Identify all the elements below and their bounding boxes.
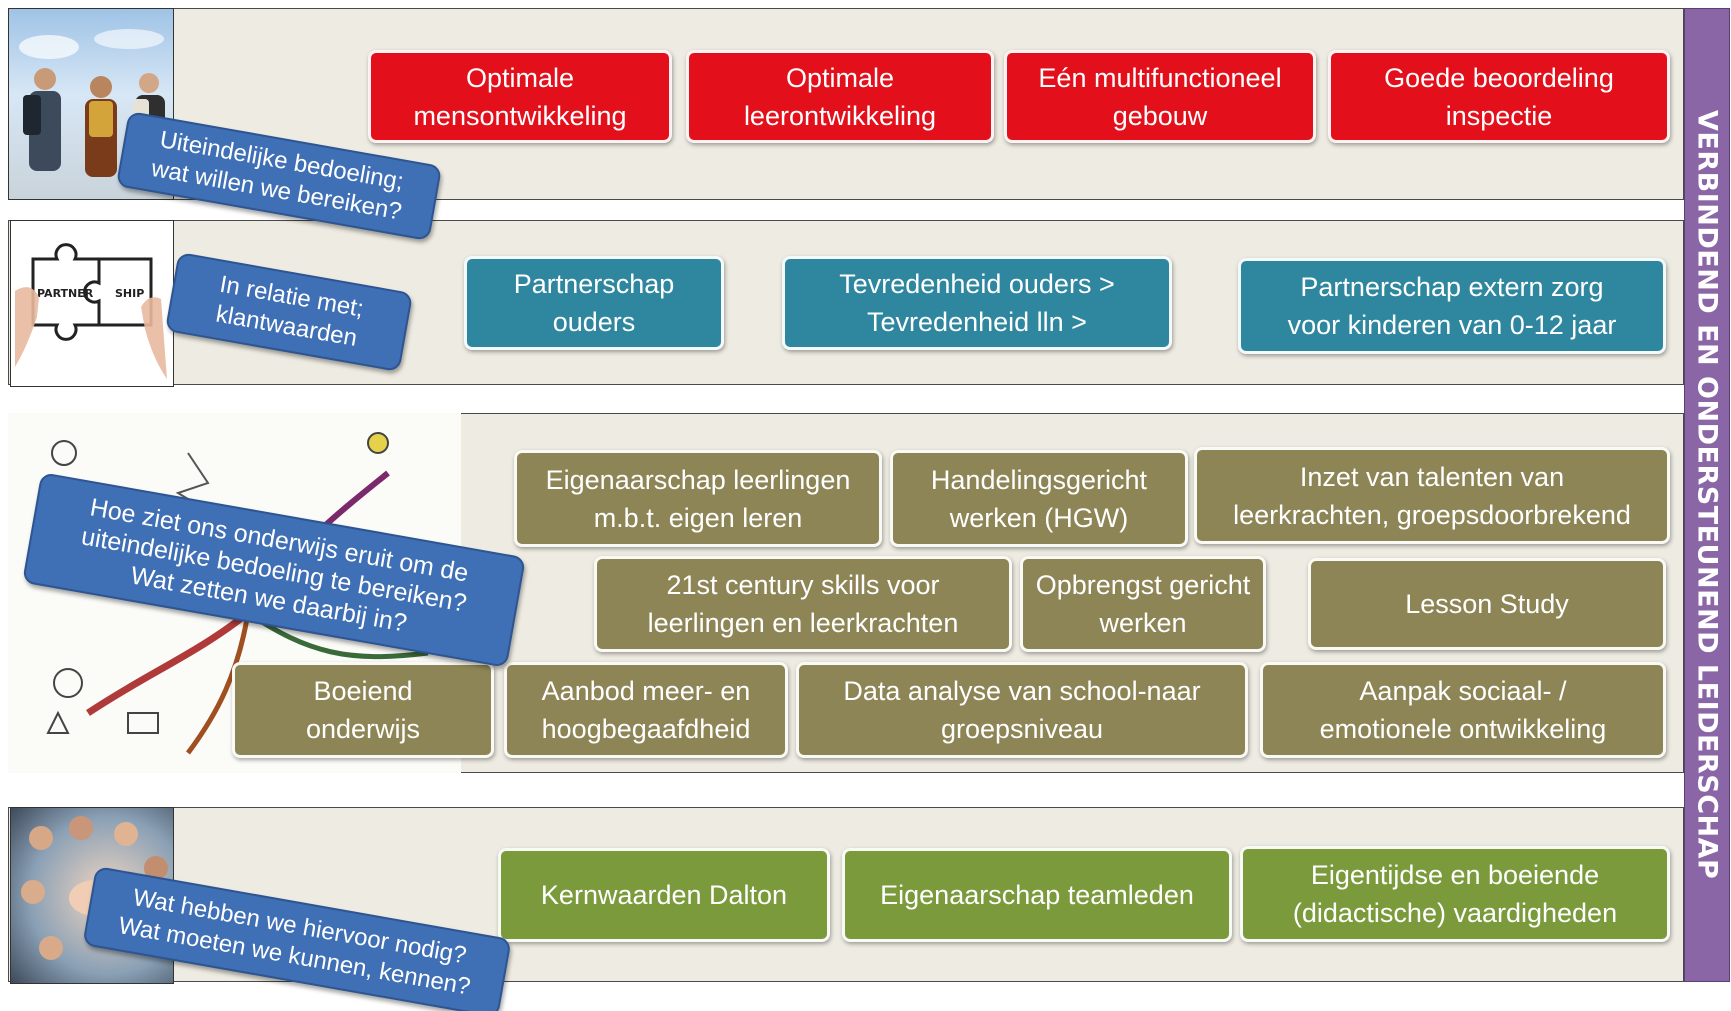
education-box-21st-century: 21st century skills voor leerlingen en l…: [594, 556, 1012, 652]
needs-box-dalton-values: Kernwaarden Dalton: [498, 848, 830, 942]
needs-box-team-ownership: Eigenaarschap teamleden: [842, 848, 1232, 942]
leadership-side-bar: VERBINDEND EN ONDERSTEUNEND LEIDERSCHAP: [1684, 8, 1730, 982]
side-bar-label: VERBINDEND EN ONDERSTEUNEND LEIDERSCHAP: [1691, 110, 1723, 880]
value-box-external-care: Partnerschap extern zorg voor kinderen v…: [1238, 258, 1666, 354]
education-box-social-emotional: Aanpak sociaal- / emotionele ontwikkelin…: [1260, 662, 1666, 758]
education-box-student-ownership: Eigenaarschap leerlingen m.b.t. eigen le…: [514, 450, 882, 547]
goal-box-multifunctional-building: Eén multifunctioneel gebouw: [1004, 50, 1316, 143]
needs-box-didactic-skills: Eigentijdse en boeiende (didactische) va…: [1240, 846, 1670, 942]
education-box-data-analysis: Data analyse van school-naar groepsnivea…: [796, 662, 1248, 758]
puzzle-right-text: SHIP: [115, 287, 144, 300]
goal-box-learning-development: Optimale leerontwikkeling: [686, 50, 994, 143]
education-box-hgw: Handelingsgericht werken (HGW): [890, 450, 1188, 547]
education-box-gifted-offering: Aanbod meer- en hoogbegaafdheid: [504, 662, 788, 758]
education-box-engaging-education: Boeiend onderwijs: [232, 662, 494, 758]
goal-box-inspection-rating: Goede beoordeling inspectie: [1328, 50, 1670, 143]
value-box-parent-partnership: Partnerschap ouders: [464, 256, 724, 350]
education-box-yield-oriented: Opbrengst gericht werken: [1020, 556, 1266, 652]
partnership-puzzle-icon: PARTNER SHIP: [10, 220, 174, 387]
education-box-teacher-talents: Inzet van talenten van leerkrachten, gro…: [1194, 447, 1670, 544]
education-box-lesson-study: Lesson Study: [1308, 558, 1666, 650]
puzzle-left-text: PARTNER: [37, 287, 94, 300]
goal-box-human-development: Optimale mensontwikkeling: [368, 50, 672, 143]
value-box-satisfaction: Tevredenheid ouders > Tevredenheid lln >: [782, 256, 1172, 350]
